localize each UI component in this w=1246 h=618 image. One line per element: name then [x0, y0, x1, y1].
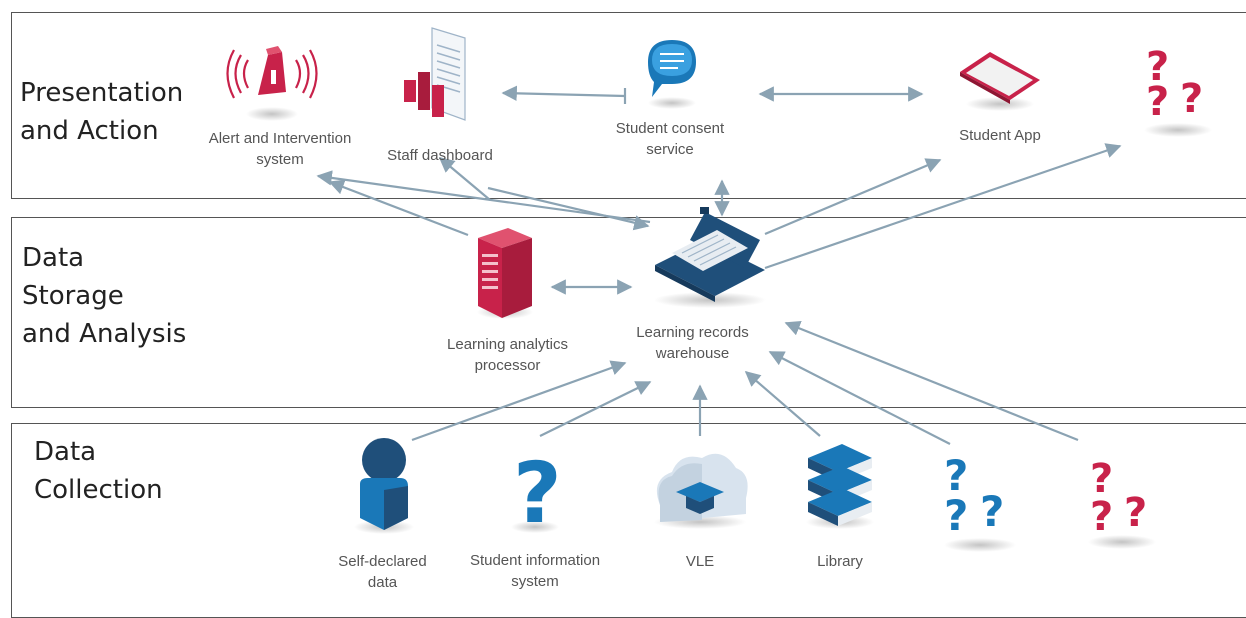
arrow-warehouse-to-app: [764, 158, 942, 236]
vle-label: VLE: [685, 553, 715, 570]
dashboard-document-icon: [404, 27, 466, 121]
learning-records-warehouse-label: Learning records warehouse: [636, 324, 749, 362]
presentation-layer: [11, 12, 1246, 199]
svg-text:?: ?: [944, 451, 968, 500]
arrow-library-to-warehouse: [744, 370, 821, 437]
red-question-marks-icon-collection: ? ? ?: [1088, 456, 1156, 549]
library-label: Library: [817, 553, 863, 570]
arrow-self-declared-to-warehouse: [411, 360, 627, 442]
collection-layer: [11, 423, 1246, 618]
server-rack-icon: [477, 228, 533, 319]
svg-text:?: ?: [1090, 456, 1113, 502]
student-app-label: Student App: [959, 127, 1041, 144]
arrow-unknown-blue-to-warehouse: [768, 351, 951, 445]
storage-layer-title: Data Storage and Analysis: [22, 243, 187, 349]
arrows: [316, 85, 1122, 445]
blue-question-mark-icon: ?: [511, 444, 562, 542]
arrow-processor-to-warehouse: [487, 186, 650, 231]
alert-intervention-label: Alert and Intervention system: [208, 130, 352, 168]
student-information-system-label: Student information system: [469, 552, 601, 590]
arrow-warehouse-to-unknown: [764, 143, 1122, 270]
svg-text:?: ?: [944, 491, 968, 540]
tablet-icon: [960, 52, 1040, 111]
book-stack-icon: [806, 444, 874, 529]
alert-beacon-icon: [226, 46, 318, 121]
cloud-graduation-cap-icon: [654, 453, 748, 529]
svg-text:?: ?: [513, 444, 562, 542]
briefcase-laptop-icon: [654, 207, 766, 308]
blue-question-marks-icon: ? ? ?: [944, 451, 1016, 552]
arrow-consent-to-dashboard: [501, 85, 626, 102]
svg-text:?: ?: [1090, 494, 1113, 540]
svg-text:?: ?: [1146, 79, 1169, 125]
svg-text:?: ?: [1124, 490, 1147, 536]
arrow-unknown-red-to-warehouse: [784, 321, 1079, 442]
arrow-processor-to-dashboard: [438, 157, 491, 201]
self-declared-data-label: Self-declared data: [338, 553, 427, 591]
student-consent-label: Student consent service: [615, 120, 725, 158]
arrow-sis-to-warehouse: [539, 381, 652, 437]
learning-analytics-processor-label: Learning analytics processor: [447, 336, 568, 374]
svg-text:?: ?: [1180, 76, 1203, 122]
collection-layer-title: Data Collection: [34, 437, 163, 505]
person-icon: [354, 438, 414, 534]
speech-bubble-icon: [648, 40, 696, 109]
arrow-processor-to-alert: [328, 179, 469, 237]
svg-text:?: ?: [980, 487, 1004, 536]
svg-text:?: ?: [1146, 44, 1169, 90]
storage-layer: [11, 217, 1246, 408]
red-question-marks-icon-presentation: ? ? ?: [1144, 44, 1212, 137]
staff-dashboard-label: Staff dashboard: [387, 147, 493, 164]
presentation-layer-title: Presentation and Action: [20, 78, 184, 146]
